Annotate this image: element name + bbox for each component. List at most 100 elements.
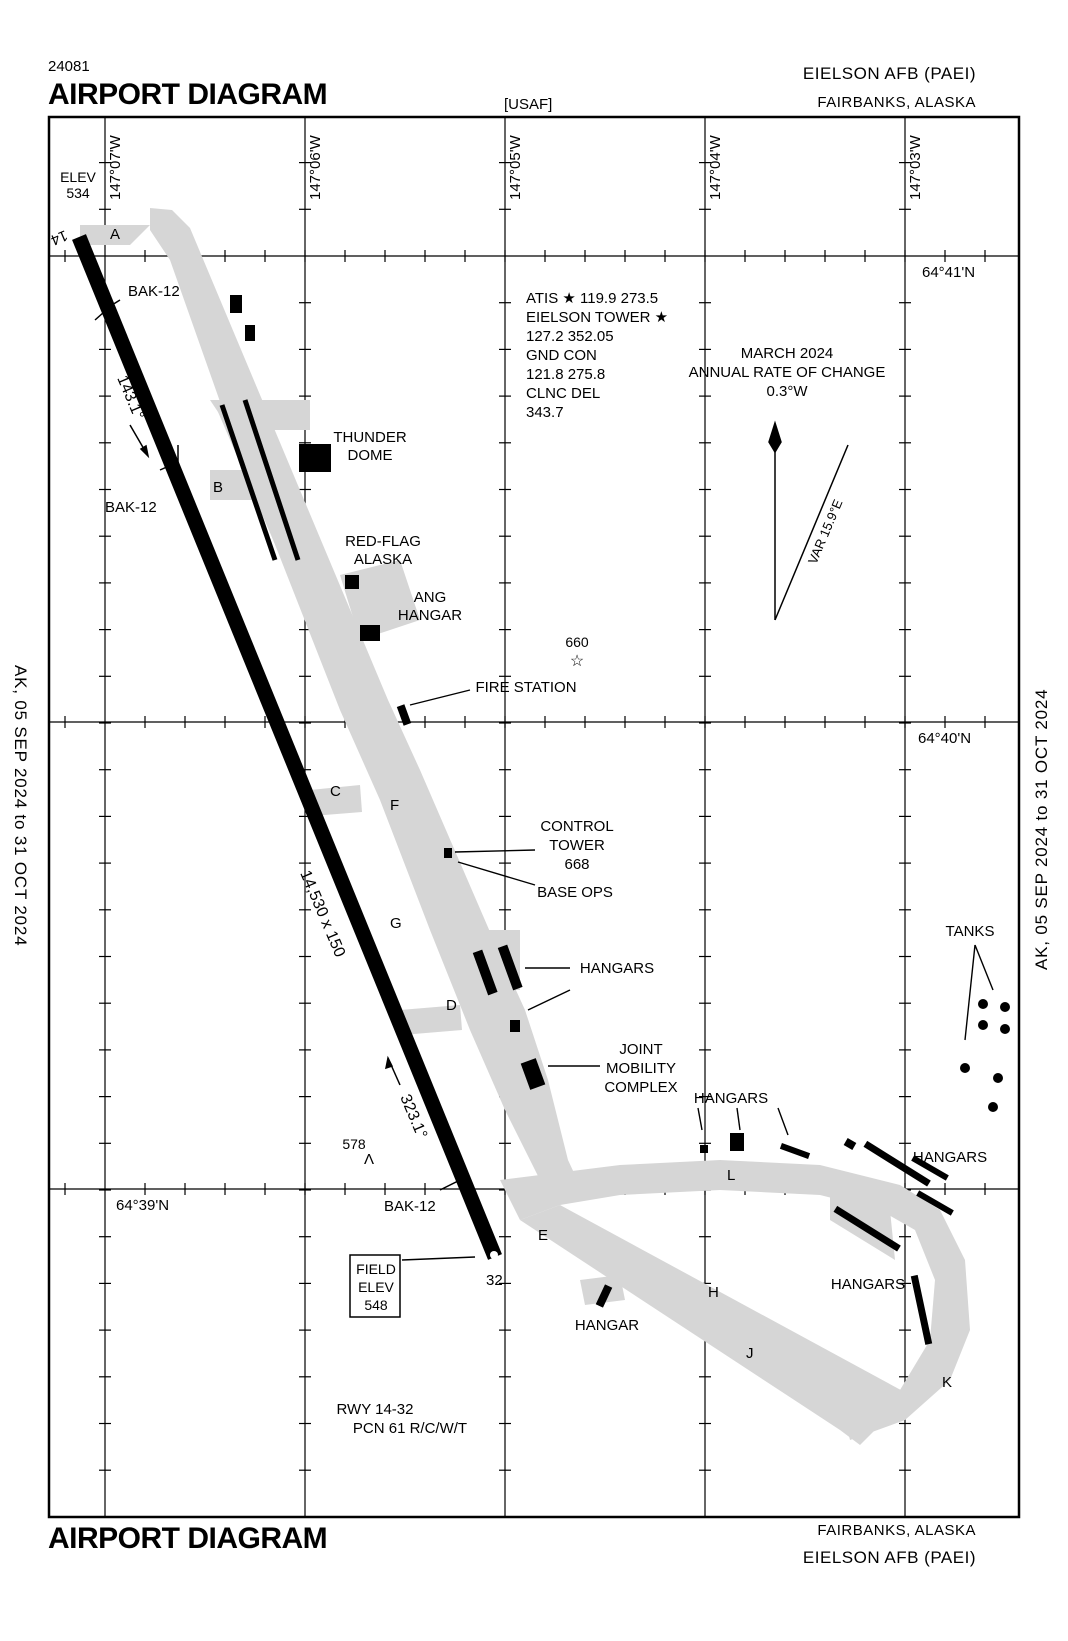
runway-end-32: 32	[486, 1272, 503, 1289]
thunder-dome-label: DOME	[348, 447, 393, 464]
building-joint-mobility-complex	[520, 1058, 546, 1090]
hangars-label: HANGARS	[913, 1149, 987, 1166]
building	[510, 1020, 520, 1032]
apron-line	[242, 399, 301, 561]
footer-title: AIRPORT DIAGRAM	[48, 1522, 328, 1555]
hangars-label: HANGARS	[580, 960, 654, 977]
variation-line: MARCH 2024	[741, 345, 834, 362]
frequency-line: CLNC DEL	[526, 385, 600, 402]
red-flag-label: RED-FLAG	[345, 533, 421, 550]
fire-station-label: FIRE STATION	[475, 679, 576, 696]
tanks-label: TANKS	[946, 923, 995, 940]
variation-label: VAR 15.9°E	[805, 497, 846, 566]
building-hangar	[833, 1205, 901, 1252]
leader-control-tower	[454, 849, 536, 853]
tank	[1000, 1002, 1010, 1012]
building	[245, 325, 255, 341]
building-hangar-south	[595, 1284, 613, 1308]
building-hangar	[472, 949, 498, 996]
runway-pcn: PCN 61 R/C/W/T	[353, 1420, 467, 1437]
taxiway-labels: A B C D E F G H J K L	[110, 226, 952, 1391]
building-hangar	[843, 1138, 857, 1150]
elev-label: ELEV	[60, 169, 96, 185]
apron-hangars	[460, 930, 520, 990]
taxiway-a	[80, 225, 150, 245]
chart-code: 24081	[48, 58, 90, 75]
variation-block: MARCH 2024 ANNUAL RATE OF CHANGE 0.3°W	[689, 345, 886, 400]
longitude-label: 147°03'W	[907, 134, 924, 200]
runway-designation: RWY 14-32	[337, 1401, 414, 1418]
taxiway-c	[310, 785, 362, 816]
magnetic-north-line	[774, 444, 849, 621]
variation-line: ANNUAL RATE OF CHANGE	[689, 364, 886, 381]
leader-tanks-2	[974, 944, 994, 991]
variation-line: 0.3°W	[766, 383, 808, 400]
runway-threshold-32	[490, 1251, 498, 1259]
frequency-block: ATIS ★ 119.9 273.5 EIELSON TOWER ★ 127.2…	[526, 290, 668, 421]
frequency-line: ATIS ★ 119.9 273.5	[526, 290, 658, 307]
frequency-line: 121.8 275.8	[526, 366, 605, 383]
facility-labels: THUNDER DOME RED-FLAG ALASKA ANG HANGAR …	[333, 429, 994, 1334]
obstacle-578: 578	[342, 1136, 366, 1152]
arresting-gear-labels: BAK-12 BAK-12 BAK-12	[105, 283, 436, 1215]
longitude-label: 147°05'W	[507, 134, 524, 200]
frequency-line: 127.2 352.05	[526, 328, 614, 345]
latitude-label: 64°39'N	[116, 1197, 169, 1214]
airport-city: FAIRBANKS, ALASKA	[817, 94, 976, 111]
building	[230, 295, 242, 313]
latitude-labels: 64°41'N 64°40'N 64°39'N	[116, 264, 975, 1214]
map-frame	[47, 115, 1021, 1519]
taxiway-label: B	[213, 479, 223, 496]
building-hangar	[910, 1274, 933, 1345]
building-fire-station	[396, 704, 412, 726]
hangar-label: HANGAR	[575, 1317, 639, 1334]
building-ang-hangar	[360, 625, 380, 641]
bak12-north-mark	[94, 299, 121, 321]
latitude-label: 64°41'N	[922, 264, 975, 281]
tanks	[960, 999, 1010, 1112]
leader-base-ops	[457, 861, 536, 886]
hangars-label: HANGARS	[831, 1276, 905, 1293]
tank	[978, 999, 988, 1009]
joint-mobility-label: COMPLEX	[604, 1079, 677, 1096]
ang-hangar-label: HANGAR	[398, 607, 462, 624]
apron-line	[219, 404, 278, 561]
taxiway-label: A	[110, 226, 120, 243]
footer-airport-name: EIELSON AFB (PAEI)	[802, 1548, 976, 1567]
apron-thunder-dome	[210, 400, 310, 430]
taxiway-d	[400, 1005, 462, 1035]
runway-surface	[72, 234, 502, 1260]
building-hangar	[911, 1155, 949, 1181]
bak12-mid-mark	[159, 445, 179, 471]
heading-arrowhead-143	[139, 444, 150, 459]
tank	[993, 1073, 1003, 1083]
building-red-flag	[345, 575, 359, 589]
obstacle-star: ☆	[570, 653, 584, 670]
building-control-tower	[444, 848, 452, 858]
building-hangar	[497, 944, 523, 991]
taxiway-b	[210, 470, 270, 500]
taxiway-h-j	[520, 1205, 910, 1445]
runway-end-14: 14	[48, 226, 70, 248]
taxiway-label: D	[446, 997, 457, 1014]
tank	[988, 1102, 998, 1112]
elev-value: 534	[66, 185, 90, 201]
longitude-label: 147°06'W	[307, 134, 324, 200]
runway-info: RWY 14-32 PCN 61 R/C/W/T	[337, 1401, 468, 1437]
obstacle-symbol: Λ	[364, 1151, 374, 1168]
building-hangar	[863, 1140, 931, 1187]
joint-mobility-label: MOBILITY	[606, 1060, 676, 1077]
longitude-labels: 147°07'W 147°06'W 147°05'W 147°04'W 147°…	[107, 134, 924, 200]
taxiway-pavement	[80, 208, 970, 1445]
airport-name: EIELSON AFB (PAEI)	[802, 64, 976, 83]
thunder-dome-label: THUNDER	[333, 429, 406, 446]
bak12-label: BAK-12	[128, 283, 180, 300]
chart-title: AIRPORT DIAGRAM	[48, 78, 328, 111]
buildings	[219, 295, 954, 1345]
control-tower-label: CONTROL	[540, 818, 613, 835]
control-tower-label: TOWER	[549, 837, 605, 854]
heading-arrows	[129, 424, 401, 1086]
apron-ang	[340, 560, 420, 640]
building-hangar	[916, 1190, 954, 1216]
